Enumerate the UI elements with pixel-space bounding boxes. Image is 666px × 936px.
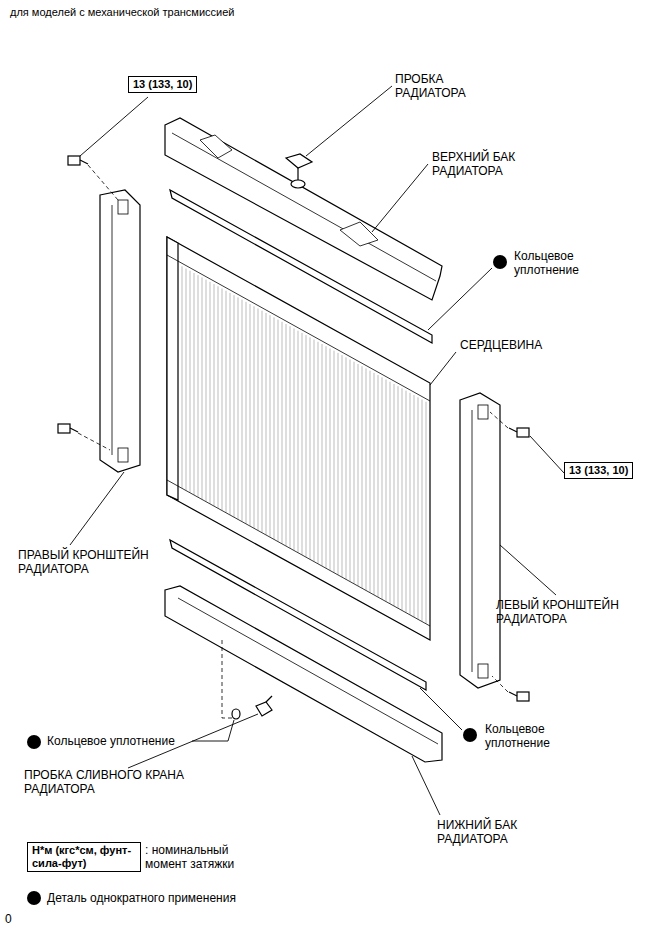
part-name: Кольцевое уплотнение: [485, 722, 575, 750]
diagram-title: для моделей с механической трансмиссией: [10, 5, 234, 19]
callout-number: 13 (133, 10): [133, 78, 192, 91]
part-name: Кольцевое уплотнение: [47, 734, 175, 748]
single-use-marker: [27, 255, 507, 905]
part-name: ПРАВЫЙ КРОНШТЕЙН РАДИАТОРА: [18, 548, 173, 576]
radiator-cap: [286, 154, 312, 188]
part-name: Кольцевое уплотнение: [514, 249, 604, 277]
bolts: [58, 156, 529, 701]
torque-callout: 13 (133, 10): [564, 462, 633, 479]
part-name: ПРОБКА СЛИВНОГО КРАНА РАДИАТОРА: [24, 768, 214, 796]
right-bracket: [100, 190, 140, 472]
part-name: НИЖНИЙ БАК РАДИАТОРА: [437, 818, 537, 846]
callout-number: Н*м (кгс*см, фунт-сила-фут): [32, 844, 136, 870]
part-name: ЛЕВЫЙ КРОНШТЕЙН РАДИАТОРА: [496, 598, 646, 626]
legend-torque-box: Н*м (кгс*см, фунт-сила-фут): [27, 842, 141, 872]
drain-plug: [222, 640, 272, 719]
part-name: ПРОБКА РАДИАТОРА: [395, 72, 480, 100]
part-name: ВЕРХНИЙ БАК РАДИАТОРА: [432, 150, 532, 178]
leader-lines: [70, 86, 564, 815]
page-number: 0: [5, 912, 12, 926]
radiator-core: [167, 237, 430, 640]
legend-text: : номинальный момент затяжки: [145, 843, 260, 871]
bolt-axis-lines: [78, 165, 508, 692]
part-name: СЕРДЦЕВИНА: [460, 338, 542, 352]
torque-callout: 13 (133, 10): [128, 76, 197, 93]
left-bracket: [460, 393, 500, 688]
callout-number: 13 (133, 10): [569, 464, 628, 477]
legend-text: Деталь однократного применения: [47, 891, 236, 905]
